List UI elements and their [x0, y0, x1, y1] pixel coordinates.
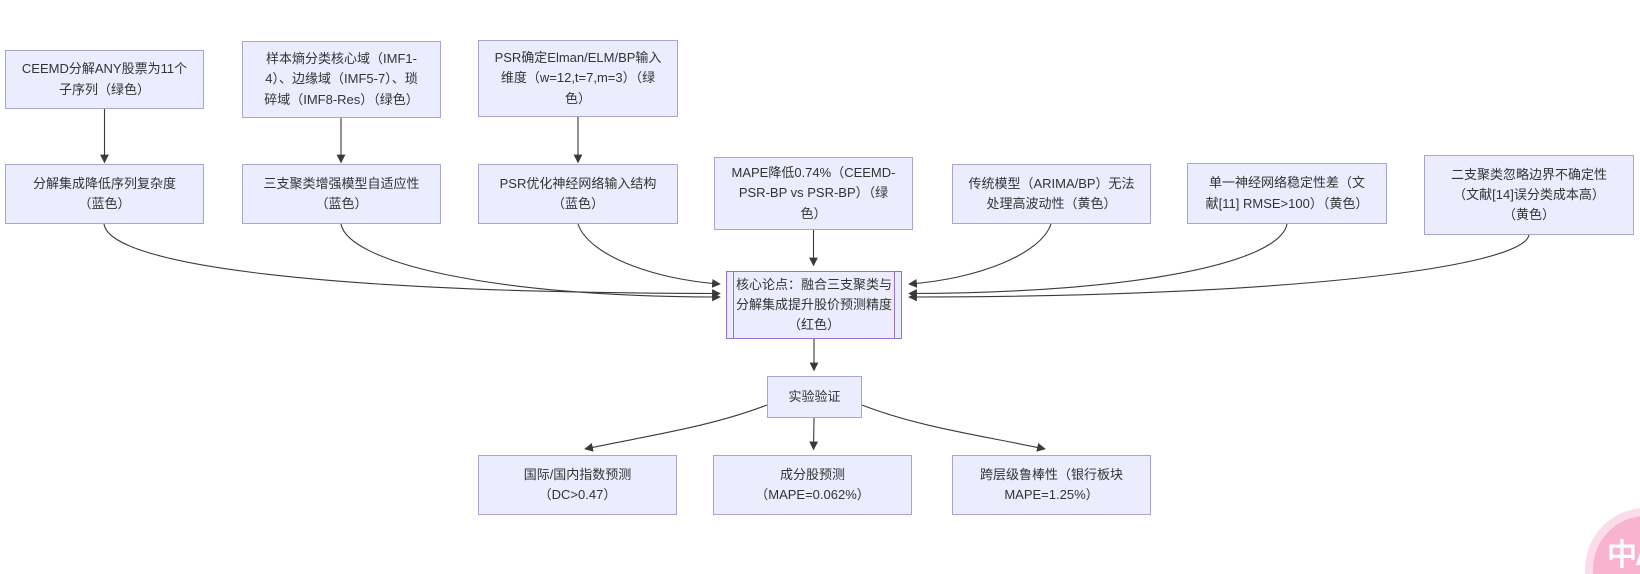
node-core-thesis: 核心论点：融合三支聚类与 分解集成提升股价预测精度 （红色） [726, 271, 902, 339]
node-label: PSR确定Elman/ELM/BP输入 维度（w=12,t=7,m=3）（绿 色… [494, 50, 662, 106]
node-label: MAPE降低0.74%（CEEMD- PSR-BP vs PSR-BP）（绿 色… [731, 165, 896, 221]
node-label: CEEMD分解ANY股票为11个 子序列（绿色） [21, 61, 188, 97]
node-label: PSR优化神经网络输入结构 （蓝色） [499, 175, 657, 211]
node-label: 二支聚类忽略边界不确定性 （文献[14]误分类成本高） （黄色） [1450, 166, 1607, 223]
node-label: 国际/国内指数预测 （DC>0.47） [523, 466, 632, 502]
node-single-nn-instability: 单一神经网络稳定性差（文 献[11] RMSE>100）（黄色） [1187, 163, 1387, 224]
node-three-way-clustering: 三支聚类增强模型自适应性 （蓝色） [242, 164, 441, 224]
node-psr-dimension: PSR确定Elman/ELM/BP输入 维度（w=12,t=7,m=3）（绿 色… [478, 40, 678, 117]
node-label: 成分股预测 （MAPE=0.062%） [755, 466, 870, 502]
edge-decomp-core [103, 223, 721, 298]
edge-psropt-core [577, 223, 721, 288]
node-constituent-stock-prediction: 成分股预测 （MAPE=0.062%） [713, 455, 912, 515]
translate-button[interactable]: 中A [1593, 516, 1640, 574]
node-label: 实验验证 [788, 388, 841, 404]
subroutine-inner-border-left [733, 272, 734, 338]
node-sample-entropy: 样本熵分类核心域（IMF1- 4）、边缘域（IMF5-7）、琐 碎域（IMF8-… [242, 41, 441, 118]
edge-threeway-core [340, 223, 721, 302]
edge-experiment-indexpred [584, 404, 768, 452]
edge-experiment-stockpred [809, 417, 819, 451]
node-label: 单一神经网络稳定性差（文 献[11] RMSE>100）（黄色） [1205, 175, 1369, 211]
node-cross-level-robustness: 跨层级鲁棒性（银行板块 MAPE=1.25%） [952, 455, 1151, 515]
edge-arima-core [908, 223, 1052, 288]
edge-experiment-robust [861, 404, 1046, 452]
node-label: 样本熵分类核心域（IMF1- 4）、边缘域（IMF5-7）、琐 碎域（IMF8-… [264, 51, 419, 107]
node-traditional-models: 传统模型（ARIMA/BP）无法 处理高波动性（黄色） [952, 164, 1151, 224]
node-label: 分解集成降低序列复杂度 （蓝色） [32, 175, 176, 211]
node-psr-optimization: PSR优化神经网络输入结构 （蓝色） [478, 164, 678, 224]
node-label: 核心论点：融合三支聚类与 分解集成提升股价预测精度 （红色） [735, 276, 892, 333]
node-mape-reduction: MAPE降低0.74%（CEEMD- PSR-BP vs PSR-BP）（绿 色… [714, 157, 913, 230]
subroutine-inner-border-right [894, 272, 895, 338]
edge-twoway-core [908, 234, 1530, 302]
node-index-prediction: 国际/国内指数预测 （DC>0.47） [478, 455, 677, 515]
node-label: 传统模型（ARIMA/BP）无法 处理高波动性（黄色） [968, 175, 1135, 211]
node-ceemd-decompose: CEEMD分解ANY股票为11个 子序列（绿色） [5, 50, 204, 109]
node-experiment-validation: 实验验证 [767, 376, 862, 418]
node-two-way-clustering: 二支聚类忽略边界不确定性 （文献[14]误分类成本高） （黄色） [1424, 155, 1634, 235]
node-label: 跨层级鲁棒性（银行板块 MAPE=1.25%） [979, 466, 1123, 502]
translate-icon: 中A [1607, 539, 1640, 572]
node-decomposition-ensemble: 分解集成降低序列复杂度 （蓝色） [5, 164, 204, 224]
edge-singlenn-core [908, 223, 1288, 298]
node-label: 三支聚类增强模型自适应性 （蓝色） [263, 175, 420, 211]
